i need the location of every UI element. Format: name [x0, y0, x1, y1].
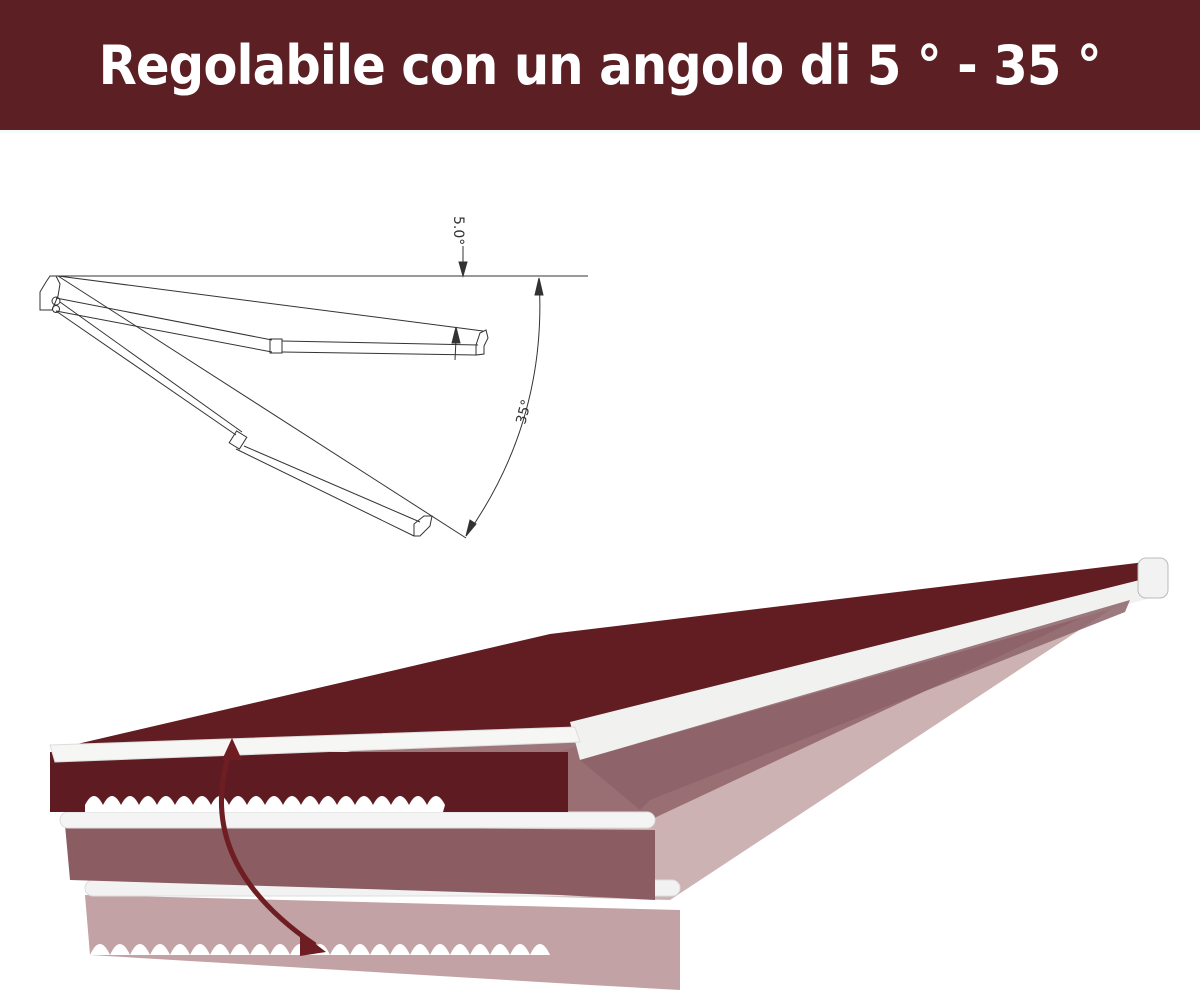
max-angle-label: 35°	[513, 398, 535, 426]
min-angle-label: 5.0°	[450, 216, 466, 245]
title-banner: Regolabile con un angolo di 5 ° - 35 °	[0, 0, 1200, 130]
banner-divider	[0, 130, 1200, 133]
banner-title: Regolabile con un angolo di 5 ° - 35 °	[98, 33, 1102, 97]
